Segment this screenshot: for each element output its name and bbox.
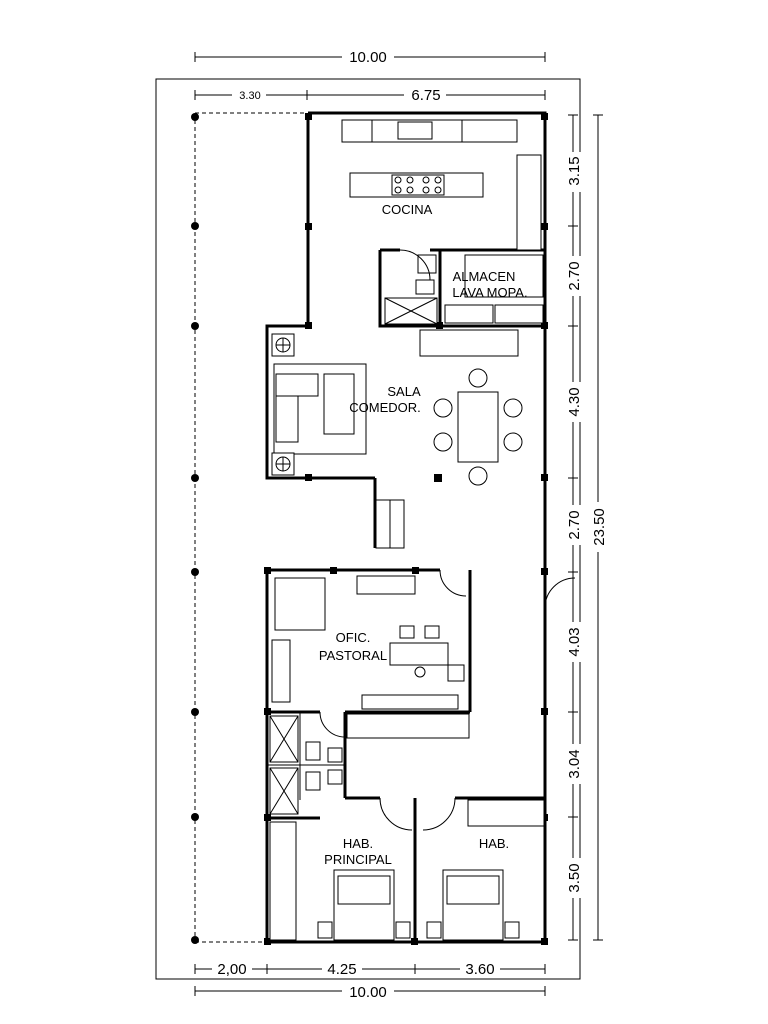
dimension-label: 23.50 — [591, 508, 608, 546]
stove-icon — [391, 174, 445, 196]
dimension-label: 3.50 — [566, 863, 583, 892]
bathrooms — [269, 715, 343, 815]
room-label-ofic: OFIC. — [336, 630, 371, 645]
room-label-lava-mopa: LAVA MOPA. — [452, 285, 527, 300]
bedroom-door — [379, 797, 413, 831]
dimension-label: 3.04 — [566, 749, 583, 778]
dining-table — [433, 368, 523, 486]
room-label-cocina: COCINA — [382, 202, 433, 217]
office-furniture — [271, 569, 467, 738]
kitchen-counters — [341, 119, 542, 251]
dimension-label: 3.15 — [566, 156, 583, 185]
dimension-label: 3.30 — [239, 90, 260, 102]
dimension-label: 2.70 — [566, 261, 583, 290]
sala-furniture — [271, 333, 367, 476]
room-label-comedor: COMEDOR. — [349, 400, 421, 415]
dimension-label: 4.03 — [566, 627, 583, 656]
lamp-icon — [271, 452, 295, 476]
room-label-hab-principal: HAB. — [343, 836, 373, 851]
dimension-label: 6.75 — [411, 87, 440, 104]
dimension-top-overall: 10.00 — [194, 47, 546, 66]
almacen-furniture — [384, 249, 544, 325]
side-door — [544, 577, 576, 609]
room-label-principal: PRINCIPAL — [324, 852, 392, 867]
dimension-label: 2,00 — [217, 961, 246, 978]
room-label-hab: HAB. — [479, 836, 509, 851]
dimension-label: 4.25 — [327, 961, 356, 978]
dimension-right-overall: 23.50 — [588, 114, 608, 941]
dimension-right-chain: 3.15 2.70 4.30 2.70 4.03 3.04 3.50 — [564, 114, 583, 941]
room-label-pastoral: PASTORAL — [319, 648, 387, 663]
closet-stripes — [269, 713, 545, 941]
entry-door — [375, 499, 405, 549]
dimension-label: 4.30 — [566, 387, 583, 416]
porch-outline — [194, 112, 307, 943]
room-label-almacen: ALMACEN — [453, 269, 516, 284]
dimension-label: 10.00 — [349, 49, 387, 66]
bed-hab — [426, 869, 520, 941]
porch-posts — [191, 113, 199, 944]
dimension-bottom-partial: 2,00 4.25 3.60 — [194, 960, 546, 978]
dimension-label: 3.60 — [465, 961, 494, 978]
bed-principal — [317, 869, 411, 941]
dimension-bottom-overall: 10.00 — [194, 982, 546, 1001]
dimension-top-partial: 3.30 6.75 — [194, 86, 546, 104]
lamp-icon — [271, 333, 295, 357]
sideboard — [419, 329, 519, 357]
bedroom-door — [422, 797, 456, 831]
room-label-sala: SALA — [387, 384, 421, 399]
dimension-label: 2.70 — [566, 510, 583, 539]
dimension-label: 10.00 — [349, 984, 387, 1001]
